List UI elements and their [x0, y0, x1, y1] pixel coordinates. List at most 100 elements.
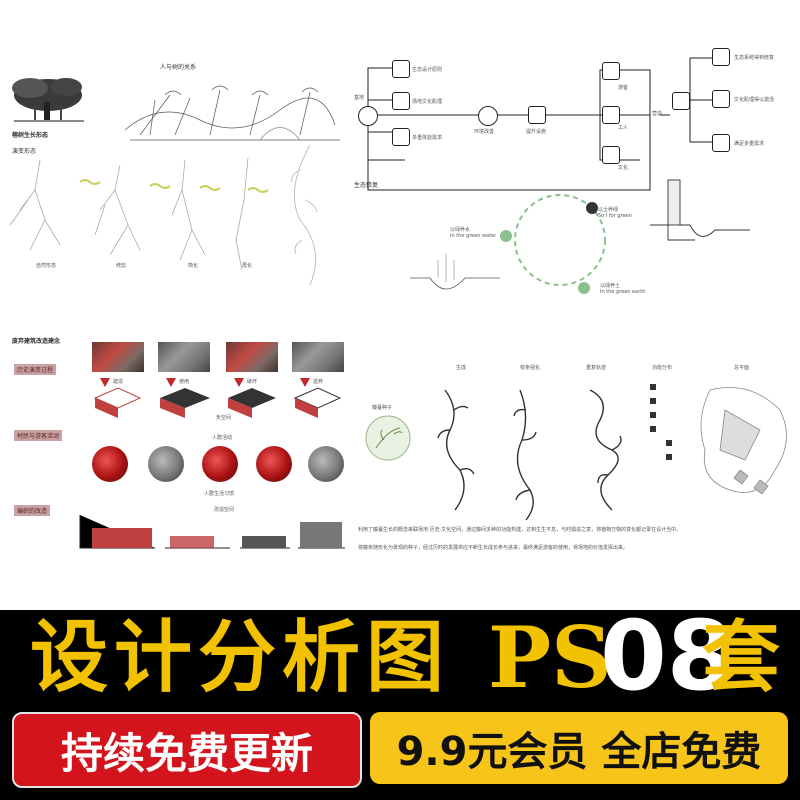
- environment-node[interactable]: [478, 106, 498, 126]
- cycle-left-cn: 以绿养水: [450, 227, 471, 233]
- box-label-3: 多重体验需求: [412, 135, 443, 141]
- activity-photo-2: [148, 446, 184, 482]
- eco-principle-icon[interactable]: [392, 60, 410, 78]
- eco-cycle-ring: [514, 194, 606, 286]
- center-label: 营造: [652, 111, 663, 117]
- side-label-3: 文化: [618, 165, 629, 171]
- panel-tree-analysis: 人与树的关系 榕树生长形态 演变形态 自然形态 修剪 简化 再化: [0, 40, 350, 290]
- caption-human-tree: 人与树的关系: [160, 64, 197, 71]
- vine-label-2: 枝条强化: [520, 365, 541, 371]
- visitor-icon[interactable]: [602, 62, 620, 80]
- experience-icon[interactable]: [392, 128, 410, 146]
- mid-text-activity: 人群活动: [212, 435, 233, 441]
- arrow-damage: [234, 378, 244, 387]
- mid-text-space: 改造空间: [214, 507, 235, 513]
- row-label-history: 历史演变过程: [14, 364, 57, 375]
- plant-pit-section: [650, 179, 750, 241]
- build-icon[interactable]: [672, 92, 690, 110]
- weave-pattern-1: [92, 528, 152, 548]
- step-label-4: 遗弃: [313, 379, 324, 385]
- panel-vine-concept: 生成 枝条强化 重复轨迹 功能分布 总平面 藤蔓种子 利用了藤蔓生长的概念串联场…: [350, 350, 800, 575]
- description-line-1: 利用了藤蔓生长的概念串联场地·历史·文化空间，通过藤间多种的功能构建，达到生生不…: [358, 527, 682, 533]
- banner-ps: PS: [488, 608, 612, 707]
- row-label-weave: 编织的改造: [14, 505, 51, 516]
- photo-build: [92, 342, 144, 372]
- seed-label: 藤蔓种子: [372, 405, 393, 411]
- row-label-activity: 村民与游客活动: [14, 430, 63, 441]
- side-label-2: 工人: [618, 125, 629, 131]
- cycle-bottom-cn: 以绿养土: [600, 283, 621, 289]
- arrow-abandon: [300, 378, 310, 387]
- description-line-2: 将藤条随形化为景观的种子，经过历时的发展供应不断生长成长参与进来，最终满足游客的…: [358, 545, 629, 551]
- weave-pattern-3: [242, 536, 286, 548]
- cycle-right-cn: 以土养绿: [598, 207, 619, 213]
- vine-label-5: 总平面: [734, 365, 750, 371]
- activity-photo-1: [92, 446, 128, 482]
- soil-icon: [586, 202, 598, 214]
- root-diagrams: [9, 157, 249, 271]
- facility-icon[interactable]: [528, 106, 546, 124]
- vine-label-3: 重复轨迹: [586, 365, 607, 371]
- right-item-2: 文化肌理得以激活: [734, 97, 775, 103]
- arrow-use: [166, 378, 176, 387]
- caption-evolution: 演变形态: [12, 148, 37, 155]
- recycle-icon: [578, 282, 590, 294]
- photo-abandon: [292, 342, 344, 372]
- site-label: 基地: [354, 95, 365, 101]
- box-label-2: 场地文化肌理: [412, 99, 443, 105]
- step-label-1: 建造: [113, 379, 124, 385]
- step-label-3: 破坏: [247, 379, 258, 385]
- stage-label-3: 简化: [188, 263, 199, 269]
- renovation-title: 废弃建筑改造建念: [12, 338, 61, 345]
- box-label-1: 生态设计原则: [412, 67, 443, 73]
- activity-photo-5: [308, 446, 344, 482]
- caption-banyan: 榕树生长形态: [12, 132, 49, 139]
- stage-label-1: 自然形态: [36, 263, 57, 269]
- membership-badge[interactable]: 9.9元会员 全店免费: [370, 712, 788, 784]
- vine-label-4: 功能分布: [652, 365, 673, 371]
- cycle-right-en: So I for green: [598, 213, 632, 219]
- step-label-2: 使用: [179, 379, 190, 385]
- banner-title: 设计分析图: [30, 613, 451, 703]
- culture-activate-icon[interactable]: [712, 90, 730, 108]
- cycle-bottom-en: In the green earth: [600, 289, 646, 295]
- stage-label-4: 再化: [242, 263, 253, 269]
- panel-flow-chart: 基地 生态设计原则 场地文化肌理 多重体验需求 环境改善 提升设施 游客 工人 …: [350, 40, 800, 310]
- vine-drawings: [365, 384, 787, 521]
- photo-damage: [226, 342, 278, 372]
- mid-label-1: 环境改善: [474, 129, 495, 135]
- weave-pattern-4: [300, 522, 342, 548]
- eco-repair-icon[interactable]: [712, 48, 730, 66]
- stage-label-2: 修剪: [116, 263, 127, 269]
- site-node[interactable]: [358, 106, 378, 126]
- needs-icon[interactable]: [712, 134, 730, 152]
- culture-icon[interactable]: [602, 146, 620, 164]
- culture-texture-icon[interactable]: [392, 92, 410, 110]
- green-motifs: [79, 179, 269, 193]
- banyan-tree-illustration: [12, 78, 84, 122]
- right-item-1: 生态系统得到修复: [734, 55, 775, 61]
- worker-icon[interactable]: [602, 106, 620, 124]
- mid-text-habit: 人群生活习惯: [204, 491, 235, 497]
- cycle-left-en: In the green water: [450, 233, 497, 239]
- eco-repair-title: 生态修复: [354, 182, 379, 189]
- seed-circle: [365, 415, 411, 461]
- activity-photo-4: [256, 446, 292, 482]
- side-label-1: 游客: [618, 85, 629, 91]
- master-plan: [700, 387, 787, 495]
- mid-label-2: 提升设施: [526, 129, 547, 135]
- panel-building-renovation: 废弃建筑改造建念 历史演变过程 村民与游客活动 编织的改造 建造 使用 破坏 遗…: [0, 330, 350, 565]
- landscape-sketch: [124, 85, 340, 141]
- free-update-badge[interactable]: 持续免费更新: [12, 712, 362, 788]
- function-legend: [650, 384, 672, 460]
- activity-photo-3: [202, 446, 238, 482]
- arrow-build: [100, 378, 110, 387]
- leaf-icon: [500, 230, 512, 242]
- banner-suffix: 套: [702, 613, 781, 703]
- building-isometrics: [79, 387, 345, 549]
- right-item-3: 满足多重需求: [734, 141, 765, 147]
- tree-sketches: [9, 78, 340, 286]
- mid-text-negative-space: 负空间: [216, 415, 232, 421]
- photo-use: [158, 342, 210, 372]
- flow-lines: [367, 57, 750, 290]
